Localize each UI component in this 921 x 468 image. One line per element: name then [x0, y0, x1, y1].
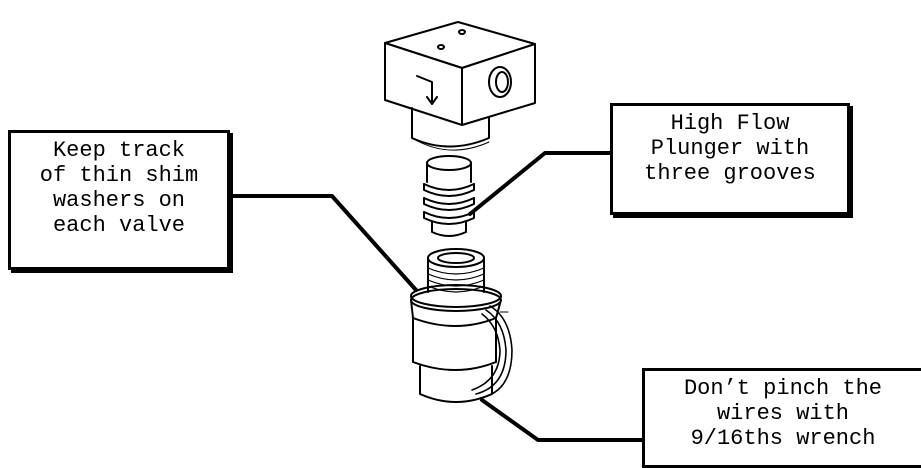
valve-stem-and-coil [410, 248, 513, 403]
callout-wires-line-3: 9/16ths wrench [690, 426, 876, 451]
callout-wires-line-1: Don’t pinch the [683, 376, 883, 401]
callout-wires-line-2: wires with [716, 401, 850, 426]
leader-line-plunger [468, 151, 612, 216]
callout-plunger-line-2: Plunger with [650, 136, 810, 161]
callout-shim-line-1: Keep track [52, 138, 186, 163]
callout-plunger-line-1: High Flow [670, 111, 790, 136]
callout-pinch-wires: Don’t pinch the wires with 9/16ths wrenc… [642, 368, 921, 468]
leader-line-wires [480, 398, 644, 442]
callout-high-flow-plunger: High Flow Plunger with three grooves [610, 103, 850, 215]
high-flow-plunger [423, 155, 475, 237]
leader-line-shim [228, 194, 418, 292]
callout-shim-washers: Keep track of thin shim washers on each … [8, 130, 230, 270]
callout-shim-line-4: each valve [52, 213, 186, 238]
callout-shim-line-3: washers on [52, 188, 186, 213]
callout-shim-line-2: of thin shim [39, 163, 199, 188]
valve-body-block [384, 21, 536, 151]
callout-plunger-line-3: three grooves [644, 161, 816, 186]
